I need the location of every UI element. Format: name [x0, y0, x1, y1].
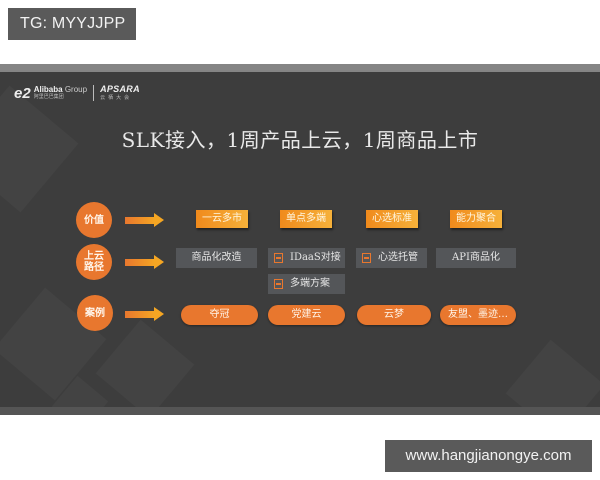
- path-item-label: 心选托管: [378, 252, 418, 263]
- alibaba-brand-cn: 阿里巴巴集团: [33, 94, 64, 100]
- logo-divider: [93, 85, 95, 101]
- slide-bottom-band: [0, 407, 600, 415]
- apsara-brand-cn: 云栖大会: [100, 95, 133, 101]
- row-label-path: 上云 路径: [76, 244, 112, 280]
- value-tag: 一云多市: [196, 210, 248, 228]
- path-item-label: API商品化: [452, 252, 500, 263]
- path-item: 多端方案: [268, 274, 345, 294]
- case-pill: 云梦: [357, 305, 431, 325]
- watermark-bottom: www.hangjianongye.com: [385, 440, 592, 472]
- path-item: 心选托管: [356, 248, 427, 268]
- alibaba-brand: Alibaba: [33, 85, 63, 94]
- case-pill: 友盟、墨迹…: [440, 305, 516, 325]
- doc-icon: [362, 253, 371, 263]
- doc-icon: [274, 279, 283, 289]
- doc-icon: [274, 253, 283, 263]
- background-square: [96, 320, 195, 415]
- alibaba-apsara-logo: e2 Alibaba Group 阿里巴巴集团 APSARA 云栖大会: [14, 81, 140, 105]
- arrow-right-icon: [125, 213, 165, 227]
- slide-top-band: [0, 64, 600, 72]
- path-item-label: 商品化改造: [191, 252, 242, 263]
- case-pill: 党建云: [268, 305, 345, 325]
- path-item-label: IDaaS对接: [290, 252, 341, 263]
- alibaba-logo-icon: e2: [14, 84, 31, 102]
- row-label-path-line1: 上云: [84, 251, 104, 262]
- path-item: API商品化: [436, 248, 516, 268]
- value-tag: 心选标准: [366, 210, 418, 228]
- background-square: [506, 340, 600, 415]
- row-label-value: 价值: [76, 202, 112, 238]
- path-item-label: 多端方案: [290, 278, 330, 289]
- apsara-brand: APSARA: [100, 84, 140, 94]
- row-label-path-line2: 路径: [84, 262, 104, 273]
- value-tag: 能力聚合: [450, 210, 502, 228]
- watermark-top: TG: MYYJJPP: [8, 8, 136, 40]
- value-tag: 单点多端: [280, 210, 332, 228]
- presentation-slide: e2 Alibaba Group 阿里巴巴集团 APSARA 云栖大会 SLK接…: [0, 64, 600, 415]
- arrow-right-icon: [125, 307, 165, 321]
- slide-title: SLK接入，1周产品上云，1周商品上市: [121, 128, 479, 152]
- path-item: 商品化改造: [176, 248, 257, 268]
- row-label-cases: 案例: [77, 295, 113, 331]
- case-pill: 夺冠: [181, 305, 258, 325]
- alibaba-brand-suffix: Group: [64, 85, 88, 94]
- arrow-right-icon: [125, 255, 165, 269]
- path-item: IDaaS对接: [268, 248, 345, 268]
